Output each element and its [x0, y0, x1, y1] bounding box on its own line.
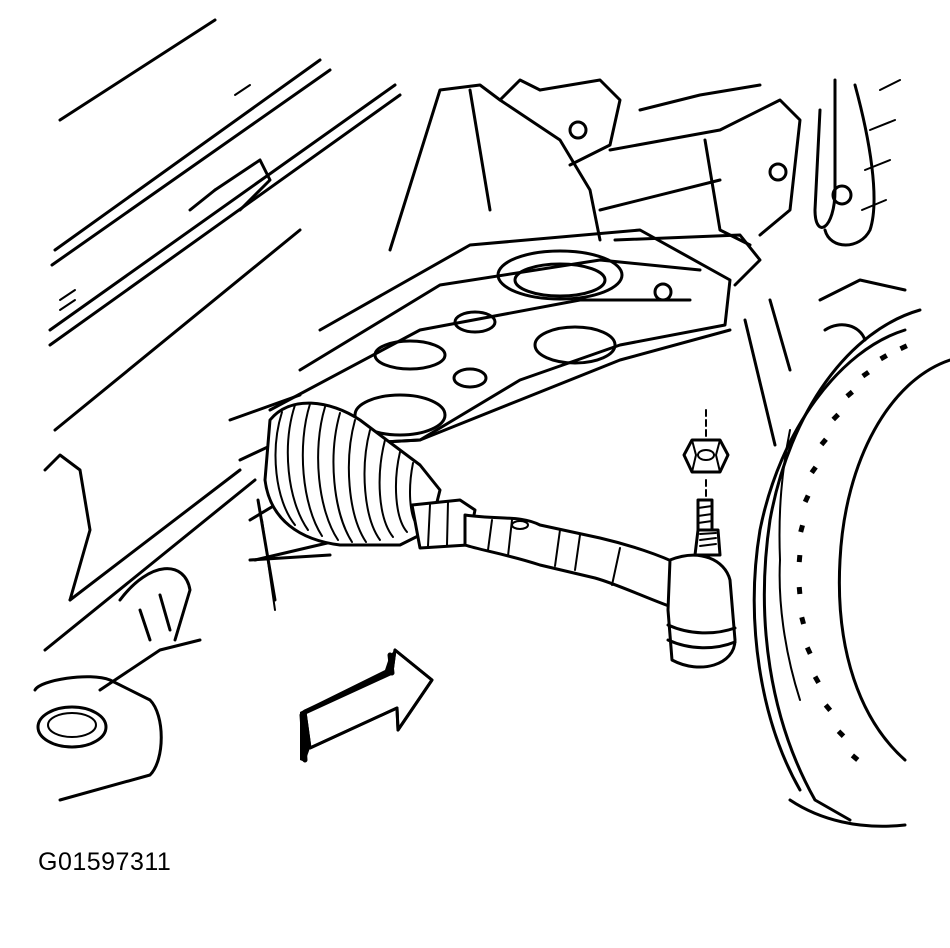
- rack-boot-bellows: [263, 401, 442, 547]
- arm-opening: [496, 249, 624, 301]
- figure-id-label: G01597311: [38, 848, 172, 876]
- arm-hole: [452, 367, 488, 389]
- arm-bolt-hole: [653, 282, 673, 302]
- hex-nut: [682, 438, 730, 474]
- arm-opening: [353, 393, 447, 437]
- outer-tie-rod: [463, 513, 682, 612]
- ball-stud: [693, 528, 722, 557]
- lower-mount-bracket: [33, 567, 202, 802]
- brake-rotor: [743, 278, 950, 828]
- tie-rod-end-housing: [666, 553, 737, 669]
- bracket-bolt-hole: [568, 120, 588, 140]
- arm-opening: [533, 325, 617, 365]
- tie-rod-nut: [682, 409, 730, 501]
- lower-control-arm: [268, 228, 732, 447]
- bracket-bolt-hole: [768, 162, 788, 182]
- crossmember-bracket: [388, 78, 901, 287]
- bracket-bolt-hole: [831, 184, 853, 206]
- tie-rod-assembly: [410, 498, 737, 669]
- rotor-vent-slots: [796, 343, 908, 762]
- body-frame-rail: [43, 18, 402, 652]
- steering-linkage-illustration: [33, 18, 950, 828]
- arm-hole: [453, 310, 497, 334]
- direction-arrow-icon: [299, 648, 434, 763]
